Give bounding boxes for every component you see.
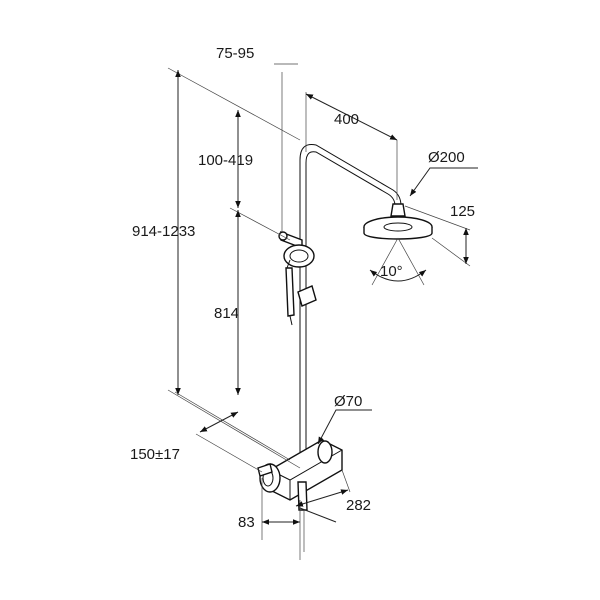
dim-leader-rail-diameter bbox=[317, 409, 372, 445]
hand-shower bbox=[283, 244, 315, 269]
dim-line-wall-distance bbox=[199, 411, 239, 433]
rail-clamp bbox=[297, 285, 317, 307]
label-mixer-width: 282 bbox=[346, 497, 371, 514]
label-head-diameter: Ø200 bbox=[428, 149, 465, 166]
label-head-drop: 125 bbox=[450, 203, 475, 220]
dim-line-mixer-width bbox=[295, 489, 349, 507]
shower-product bbox=[257, 144, 433, 511]
shower-hose bbox=[289, 315, 293, 326]
hand-shower-handle bbox=[285, 267, 295, 317]
label-head-tilt: 10° bbox=[380, 263, 403, 280]
label-slider-range: 100-419 bbox=[198, 152, 253, 169]
dim-leader-head-diameter bbox=[409, 167, 478, 197]
dim-arc-head-tilt bbox=[369, 269, 427, 282]
label-arm-length: 400 bbox=[334, 111, 359, 128]
label-wall-distance: 150±17 bbox=[130, 446, 180, 463]
label-mixer-depth: 83 bbox=[238, 514, 255, 531]
head-connector bbox=[390, 203, 406, 217]
label-rail-diameter: Ø70 bbox=[334, 393, 362, 410]
shower-head bbox=[363, 216, 433, 240]
riser-pipe bbox=[299, 160, 307, 470]
label-total-height: 914-1233 bbox=[132, 223, 195, 240]
label-rail-length: 814 bbox=[214, 305, 239, 322]
label-hose-offset: 75-95 bbox=[216, 45, 254, 62]
dimension-lines bbox=[167, 63, 478, 560]
dim-line-arm-length bbox=[305, 93, 398, 141]
dimension-labels: 75-95 400 Ø200 125 10° 100-419 914-1233 … bbox=[130, 45, 475, 531]
overhead-arm bbox=[299, 144, 402, 207]
